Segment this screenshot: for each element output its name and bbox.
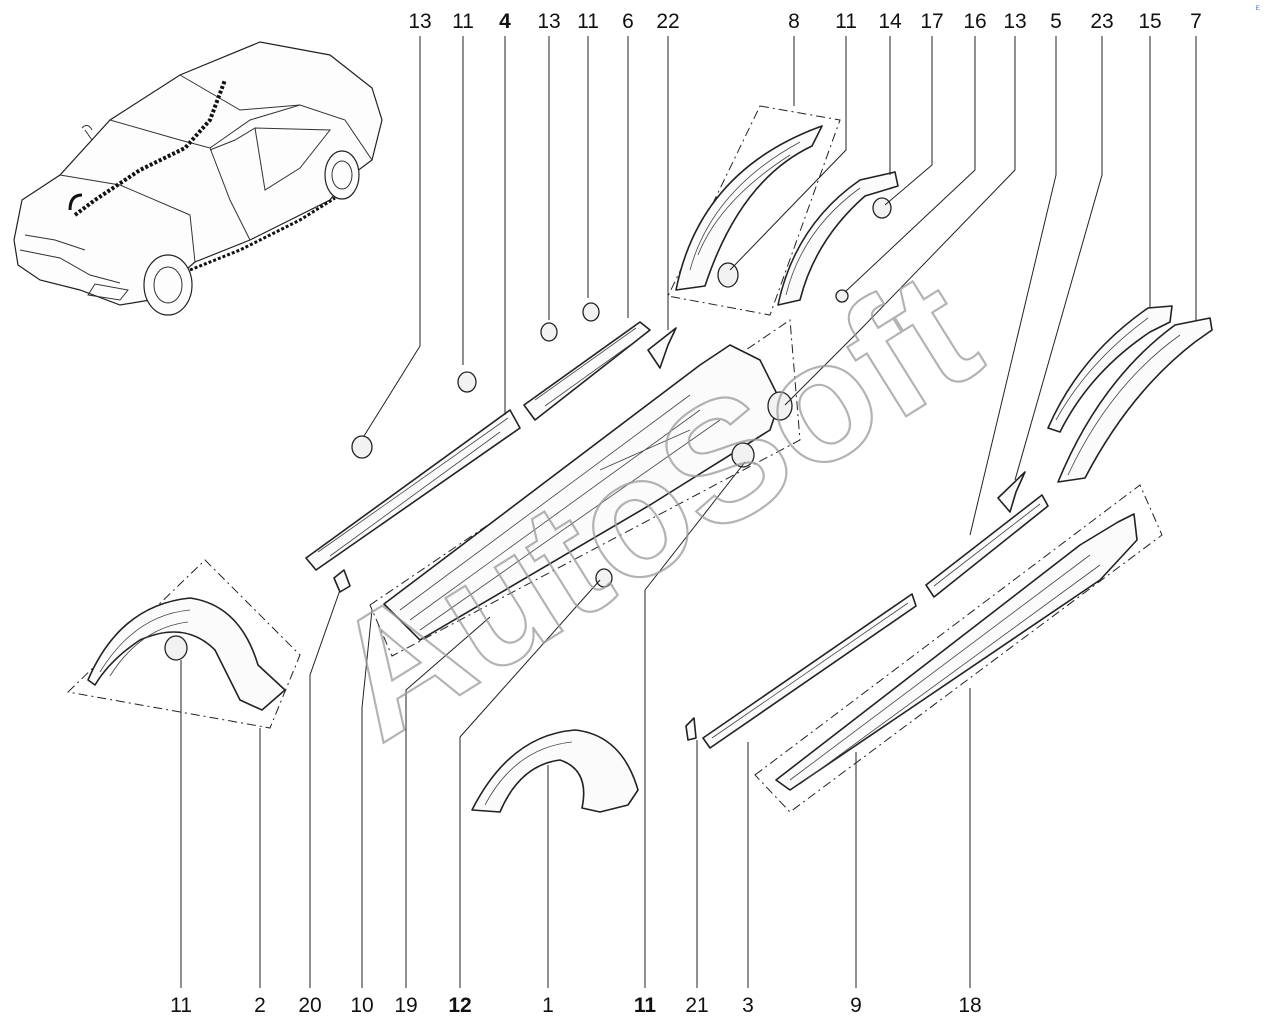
callout-5: 5 xyxy=(1050,10,1062,33)
callouts-bottom: 11 2 20 10 19 12 1 11 21 3 9 18 xyxy=(170,994,982,1017)
part-20-clip xyxy=(333,569,351,593)
callout-23: 23 xyxy=(1090,10,1113,33)
car-illustration xyxy=(13,41,383,316)
callout-11: 11 xyxy=(835,10,857,33)
corner-mark: ᴱ xyxy=(1256,4,1260,14)
callout-15: 15 xyxy=(1138,10,1161,33)
callout-2: 2 xyxy=(254,994,266,1017)
part-7-rear-arch-moulding xyxy=(1057,317,1213,483)
callout-10: 10 xyxy=(350,994,373,1017)
callout-19: 19 xyxy=(394,994,417,1017)
part-4-door-moulding xyxy=(305,371,521,571)
callout-3: 3 xyxy=(742,994,754,1017)
callout-4: 4 xyxy=(499,10,511,33)
callout-7: 7 xyxy=(1190,10,1202,33)
part-21-clip xyxy=(685,717,697,741)
callout-13: 13 xyxy=(1003,10,1026,33)
callouts-top: 13 11 4 13 11 6 22 8 11 14 17 16 13 5 23… xyxy=(408,10,1202,33)
part-18-sill-strip-box xyxy=(754,484,1163,813)
callout-11: 11 xyxy=(577,10,599,33)
callout-8: 8 xyxy=(788,10,800,33)
callout-22: 22 xyxy=(656,10,679,33)
callout-13: 13 xyxy=(408,10,431,33)
callout-14: 14 xyxy=(878,10,902,33)
callout-21: 21 xyxy=(685,994,708,1017)
callout-18: 18 xyxy=(958,994,981,1017)
part-15-arch-strip xyxy=(1047,305,1173,433)
callout-1: 1 xyxy=(542,994,554,1017)
callout-9: 9 xyxy=(850,994,862,1017)
callout-11: 11 xyxy=(634,994,657,1017)
part-5-sill-moulding xyxy=(925,494,1049,598)
callout-16: 16 xyxy=(963,10,986,33)
callout-12: 12 xyxy=(448,994,471,1017)
part-8-arch-liner-box xyxy=(667,105,841,316)
part-22-bracket xyxy=(647,327,677,369)
callout-11: 11 xyxy=(170,994,192,1017)
callout-13: 13 xyxy=(537,10,560,33)
callout-17: 17 xyxy=(920,10,943,33)
part-19-sill-panel xyxy=(369,319,801,657)
part-3-long-moulding xyxy=(702,593,917,749)
part-23-bracket xyxy=(997,471,1026,513)
part-2-front-arch-box xyxy=(66,559,301,729)
part-6-door-moulding xyxy=(523,302,651,421)
leader-lines xyxy=(180,36,1197,988)
callout-6: 6 xyxy=(622,10,634,33)
part-14-arch-moulding xyxy=(777,171,899,306)
callout-20: 20 xyxy=(298,994,321,1017)
part-1-front-arch-moulding xyxy=(471,729,639,813)
callout-11: 11 xyxy=(452,10,474,33)
